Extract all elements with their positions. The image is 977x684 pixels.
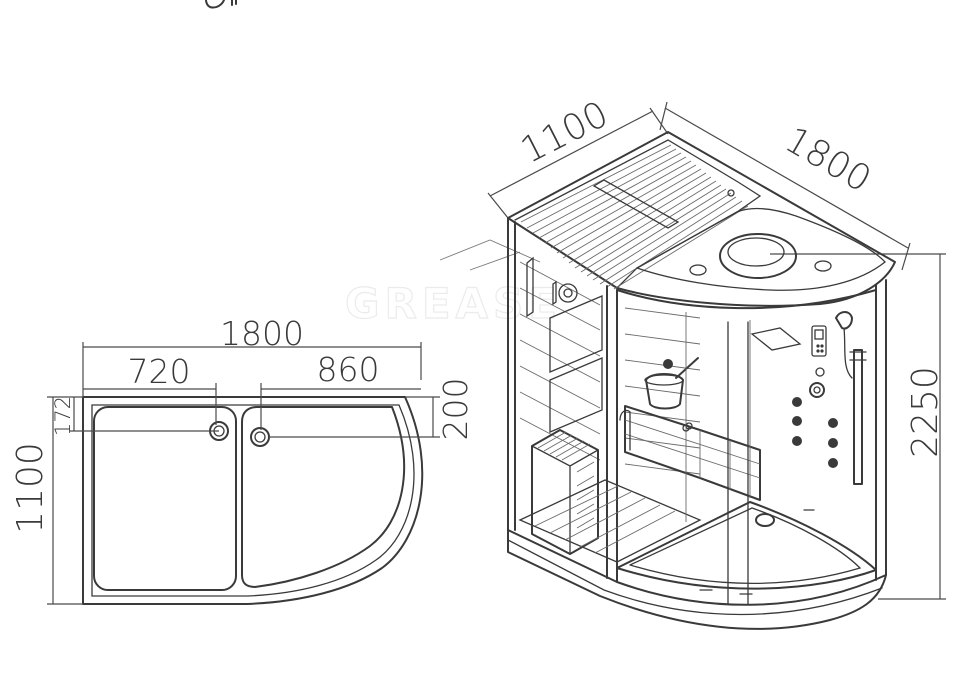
sauna-backrest-rail [619, 409, 631, 451]
roof-dome-panel [635, 207, 886, 291]
frame-right-post [875, 279, 887, 581]
shower-mixer-upper [815, 367, 825, 377]
persp-depth-label: 1100 [515, 94, 615, 172]
plan-view: 1800 720 860 1100 172 200 [10, 314, 475, 605]
roof-fitting [727, 189, 735, 197]
shower-drain-inner [254, 431, 266, 443]
roof-light-strip [592, 179, 680, 229]
cabin-base [507, 529, 887, 630]
shower-glass-door [727, 321, 749, 605]
shower-tray-persp [616, 501, 877, 590]
hand-shower-hose [843, 327, 853, 379]
plan-width-left-label: 720 [128, 352, 191, 391]
sauna-bench [624, 405, 761, 501]
body-jet [792, 436, 802, 446]
plan-drain-offset-left-label: 172 [51, 396, 75, 436]
watermark: GREASE [344, 239, 562, 329]
body-jet [828, 458, 838, 468]
body-jet [828, 418, 838, 428]
body-jet [792, 397, 802, 407]
sauna-floor-panel [93, 406, 237, 591]
sauna-wall-panel-upper [549, 295, 603, 373]
sauna-heater-grille [537, 431, 595, 529]
slide-bar [853, 349, 863, 485]
shower-door-top-rail [616, 289, 877, 310]
shower-shelf [750, 327, 802, 351]
roof-planks [520, 144, 749, 290]
shower-mixer-lower [809, 382, 825, 398]
plan-depth-label: 1100 [10, 442, 51, 534]
persp-height-label: 2250 [905, 366, 946, 458]
plan-width-total-label: 1800 [220, 314, 304, 353]
sauna-speaker-icon [558, 283, 578, 303]
sauna-floor-grate [518, 479, 702, 563]
overhead-shower-head [727, 237, 785, 267]
tray-outline [82, 396, 424, 605]
tray-feet-marks [699, 509, 815, 595]
sauna-heater [531, 429, 599, 555]
body-jet [828, 438, 838, 448]
watermark-text: GREASE [345, 279, 562, 328]
hand-shower-head [835, 311, 853, 330]
frame-left-post [507, 217, 516, 531]
shower-control-buttons [816, 344, 824, 353]
body-jets [792, 397, 838, 468]
dim-line-1800-persp [664, 107, 909, 249]
roof-speaker-right [814, 260, 832, 272]
shower-tray-panel [241, 406, 405, 588]
frame-center-post [606, 285, 618, 583]
cropped-heading-fragment [205, 0, 237, 9]
roof-speaker-left [689, 264, 707, 276]
shower-tray-drain-persp [755, 513, 775, 527]
plan-drain-offset-right-label: 200 [436, 378, 475, 441]
dim-line-1100-persp [489, 110, 654, 197]
sauna-light-fixture [526, 256, 534, 318]
sauna-ladle-icon [675, 357, 699, 379]
sauna-bucket-icon [645, 373, 684, 410]
sauna-thermometer [552, 280, 557, 306]
shower-control-panel [811, 325, 827, 357]
perspective-view: 1100 1800 2250 [487, 94, 946, 630]
overhead-shower-rim [719, 233, 797, 279]
shower-drain [250, 427, 270, 447]
body-jet [792, 416, 802, 426]
tray-inner-edge [91, 404, 415, 597]
plan-width-right-label: 860 [317, 350, 380, 389]
sauna-wall-panel-lower [549, 357, 603, 433]
persp-width-label: 1800 [778, 119, 878, 200]
